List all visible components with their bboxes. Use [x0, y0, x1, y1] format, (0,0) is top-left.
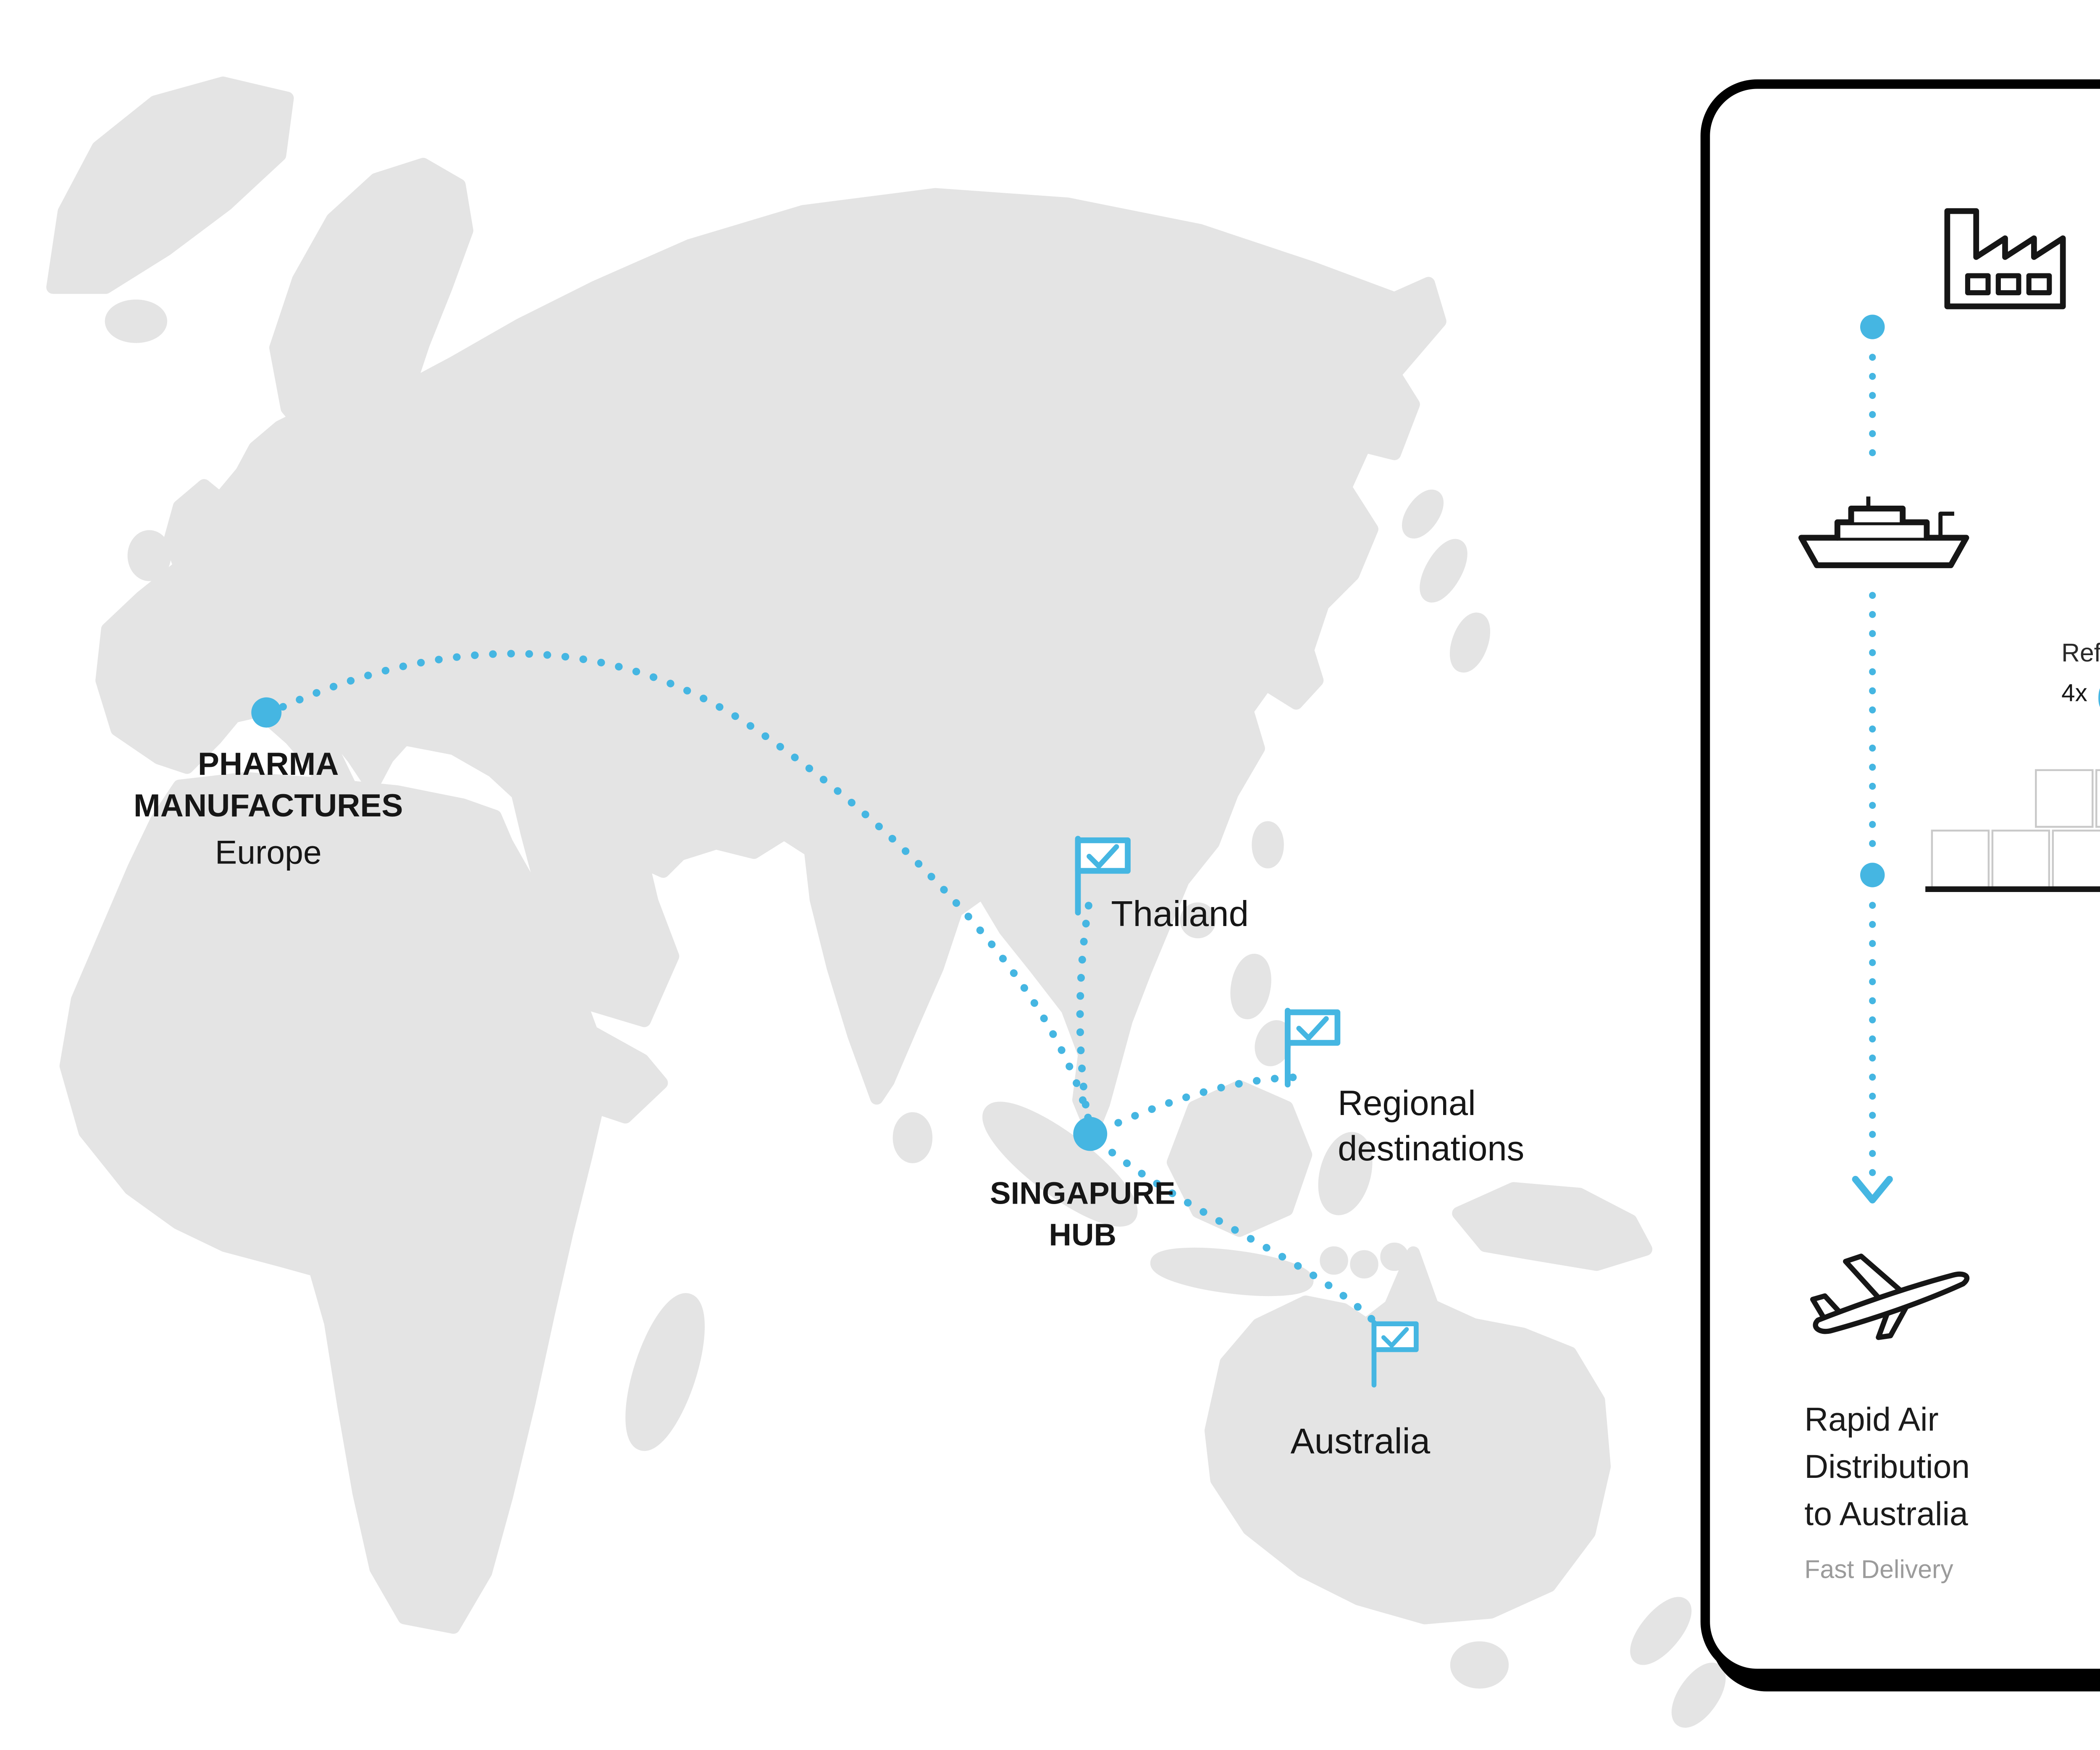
- quay-ground-line: [1925, 886, 2100, 892]
- route-note: Fast Delivery: [1804, 1555, 1953, 1584]
- container-info: Refer Container 4x 6500X: [2061, 639, 2100, 724]
- factory-icon: [1944, 208, 2066, 310]
- hub-dot: [1073, 1117, 1108, 1151]
- route-column-air: Rapid Air Distribution to Australia Fast…: [1804, 1397, 2100, 1588]
- flow-dot-hub: [1860, 863, 1885, 887]
- arrow-down-icon: [1852, 1175, 1893, 1204]
- airplane-icon: [1810, 1254, 1970, 1340]
- ship-icon: [1798, 496, 1969, 568]
- container-box: [2035, 769, 2094, 828]
- label-singapore-hub: SINGAPURE HUB: [990, 1177, 1176, 1253]
- origin-dot: [251, 697, 282, 728]
- flow-lines: [1852, 315, 1893, 1204]
- logistics-panel: PHARMA MANUFACTURES Refer Container 4x 6…: [1700, 79, 2100, 1678]
- origin-title: PHARMA MANUFACTURES: [134, 746, 403, 823]
- flow-dot-origin: [1860, 315, 1885, 339]
- route-singapore-regional: [1097, 1073, 1300, 1134]
- container-box: [2052, 829, 2100, 888]
- container-quantity: 4x: [2061, 678, 2087, 707]
- container-box: [2095, 769, 2100, 828]
- world-map: [46, 76, 1726, 1728]
- container-model: 6500X: [2097, 673, 2100, 724]
- shipping-routes: [262, 650, 1376, 1323]
- route-singapore-australia: [1094, 1138, 1376, 1323]
- label-thailand: Thailand: [1111, 896, 1249, 936]
- route-singapore-thailand: [1076, 892, 1094, 1126]
- label-regional-destinations: Regional destinations: [1338, 1083, 1525, 1167]
- flag-icon-regional: [1288, 1011, 1338, 1085]
- origin-subtitle: Europe: [215, 833, 322, 871]
- route-title: Rapid Air Distribution to Australia: [1804, 1400, 1970, 1533]
- container-caption: Refer Container: [2061, 639, 2100, 667]
- continents: [46, 76, 1726, 1728]
- label-australia: Australia: [1290, 1423, 1431, 1463]
- origin-label: PHARMA MANUFACTURES Europe: [57, 745, 480, 873]
